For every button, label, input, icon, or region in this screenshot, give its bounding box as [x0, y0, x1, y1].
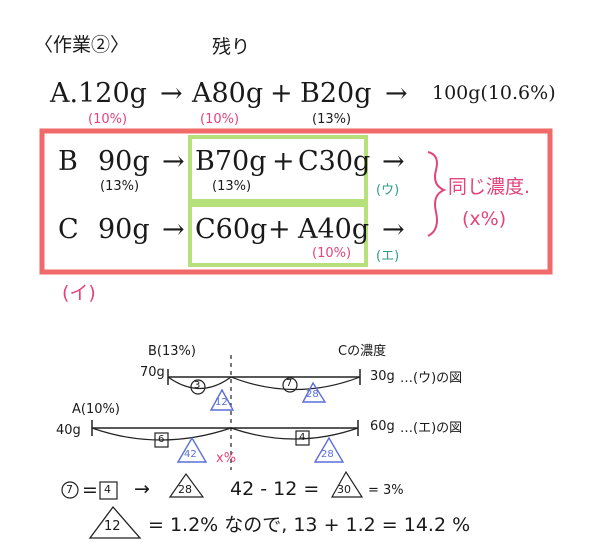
diagram1-top-left: B(13%) [148, 344, 196, 359]
rowB-plus: + [272, 146, 295, 177]
rowC-arrow: → [162, 214, 185, 245]
rowC-part1: C60g [195, 214, 268, 245]
rowC-out-arrow: → [382, 214, 405, 245]
page-title: 〈作業②〉 [34, 34, 130, 56]
green-box-c [188, 203, 368, 267]
triangle-12 [209, 388, 235, 411]
rowB-tag: (ウ) [376, 183, 400, 198]
label-i: (イ) [62, 282, 96, 304]
diagram2-left-mass: 40g [56, 423, 81, 438]
rowB-part2: C30g [298, 146, 371, 177]
diagram1-circle-3: 3 [194, 380, 201, 391]
rowA-part1: A80g [192, 78, 264, 109]
diagram2-box-4: 4 [299, 432, 306, 443]
eq1-calc: 42 - 12 = [230, 478, 320, 500]
rowC-start: C [58, 214, 79, 245]
diagram2-tri-28: 28 [321, 449, 334, 460]
diagram2-box-6: 6 [158, 434, 165, 445]
rowC-tag: (エ) [376, 249, 400, 264]
rowC-amount: 90g [98, 214, 150, 245]
diagram2-right-mass: 60g [370, 419, 395, 434]
diagram1-caption: …(ウ)の図 [400, 371, 463, 386]
rowA-out-arrow: → [385, 78, 408, 109]
side-note-line2: (x%) [462, 208, 507, 230]
rowA-start: A.120g [50, 78, 147, 109]
green-box-b [188, 135, 368, 203]
eq2-tri: 12 [104, 519, 121, 534]
diagram1-top-right: Cの濃度 [338, 344, 387, 359]
remain-label: 残り [212, 36, 251, 58]
eq2-text: = 1.2% なので, 13 + 1.2 = 14.2 % [148, 514, 471, 536]
rowA-arrow: → [160, 78, 183, 109]
rowA-part2-pct: (13%) [312, 112, 352, 127]
rowB-amount: 90g [98, 146, 150, 177]
rowB-arrow: → [162, 146, 185, 177]
rowC-part2-pct: (10%) [312, 246, 352, 261]
rowB-amount-pct: (13%) [100, 179, 140, 194]
rowC-part2: A40g [298, 214, 370, 245]
diagram1-right-mass: 30g [370, 369, 395, 384]
eq1-box: 4 [104, 483, 111, 496]
brace [427, 151, 447, 237]
diagram2-caption: …(エ)の図 [400, 421, 463, 436]
rowB-out-arrow: → [382, 146, 405, 177]
triangle-42 [176, 436, 208, 463]
rowB-part1: B70g [195, 146, 267, 177]
side-note-line1: 同じ濃度. [448, 176, 531, 198]
rowA-result: 100g(10.6%) [432, 82, 556, 104]
rowB-part1-pct: (13%) [212, 179, 252, 194]
diagram1-left-mass: 70g [140, 365, 165, 380]
rowA-part2: B20g [300, 78, 372, 109]
triangle-28-top [301, 381, 327, 403]
diagram2-top-left: A(10%) [72, 402, 120, 417]
eq1-tail: = 3% [368, 483, 404, 498]
rowB-start: B [58, 146, 78, 177]
diagram2-x-label: x% [216, 451, 237, 466]
eq1-result-tri: 30 [337, 483, 351, 496]
diagram1-circle-7: 7 [286, 378, 293, 389]
rowA-plus: + [270, 78, 293, 109]
eq1-equals: = [82, 479, 98, 501]
diagram1-tri-28: 28 [306, 389, 319, 400]
eq1-circle: 7 [66, 483, 73, 496]
triangle-28-bottom [313, 436, 345, 463]
red-highlight-box [39, 128, 553, 275]
rowC-plus: + [268, 214, 291, 245]
diagram2-tri-42: 42 [184, 449, 197, 460]
eq1-tri: 28 [178, 483, 192, 496]
rowA-start-pct: (10%) [88, 112, 128, 127]
eq1-arrow: → [134, 478, 150, 500]
rowA-part1-pct: (10%) [200, 112, 240, 127]
diagram1-tri-12: 12 [215, 397, 228, 408]
